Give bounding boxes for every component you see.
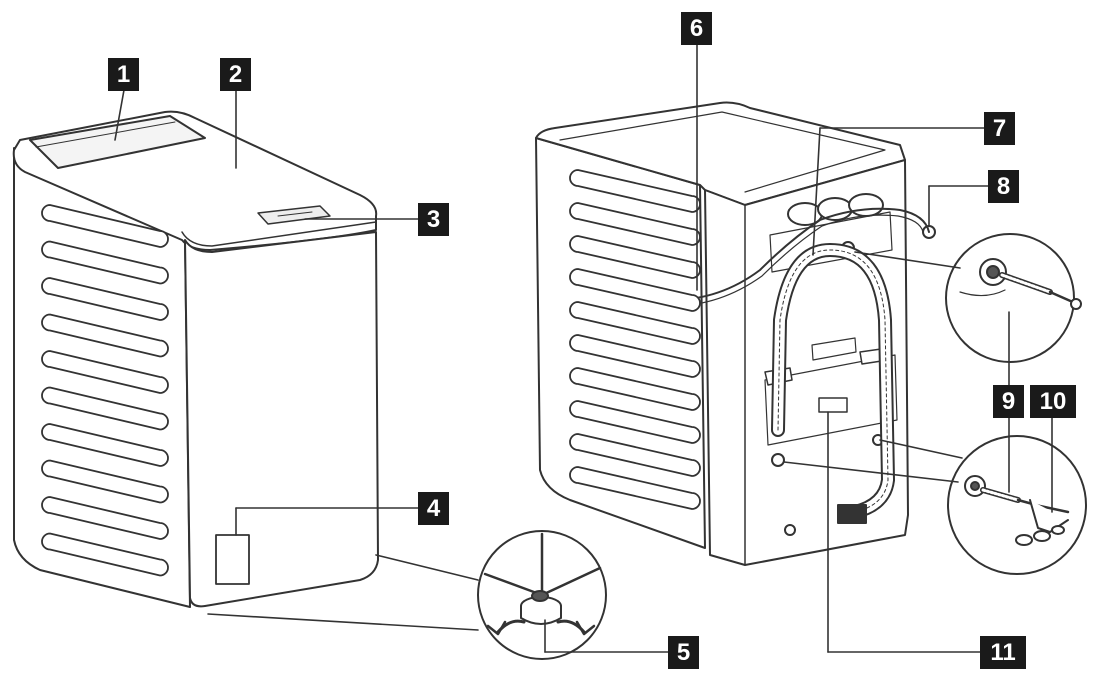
control-panel [29,115,206,169]
lid-edge [181,221,377,247]
vent-slot [41,459,169,504]
callout-5: 5 [668,636,699,669]
vent-slot [41,423,169,467]
vent-slot [41,277,169,321]
back-type-plate [818,397,848,413]
callout-11: 11 [980,636,1026,669]
leader-lines [114,44,1053,653]
vent-slot [41,313,169,358]
callout-8: 8 [988,170,1019,203]
callout-10: 10 [1030,385,1076,418]
type-plate [215,534,250,585]
vent-slot [569,367,701,411]
vent-slot [41,240,169,285]
leveling-foot-detail [477,530,607,660]
back-machine [535,101,936,566]
vent-slot [569,334,701,378]
callout-4: 4 [418,492,449,525]
front-machine-front-panel [184,231,379,608]
vent-slot [569,301,701,345]
lid-display [257,205,331,225]
transit-bolt-detail-lower [947,435,1087,575]
callout-6: 6 [681,12,712,45]
vent-slot [569,433,701,477]
back-vent-slots [569,169,701,510]
vent-slot [569,400,701,444]
callout-7: 7 [984,112,1015,145]
vent-slot [569,466,701,510]
callout-3: 3 [418,203,449,236]
vent-slot [41,496,169,540]
callout-2: 2 [220,58,251,91]
front-vent-slots [41,204,169,577]
callout-9: 9 [993,385,1024,418]
callout-1: 1 [108,58,139,91]
vent-slot [41,532,169,577]
vent-slot [569,268,701,312]
vent-slot [41,204,169,248]
vent-slot [41,350,169,394]
vent-slot [41,386,169,431]
transit-bolt-detail-upper [945,233,1082,363]
power-cable [671,207,930,301]
front-machine [12,110,379,608]
